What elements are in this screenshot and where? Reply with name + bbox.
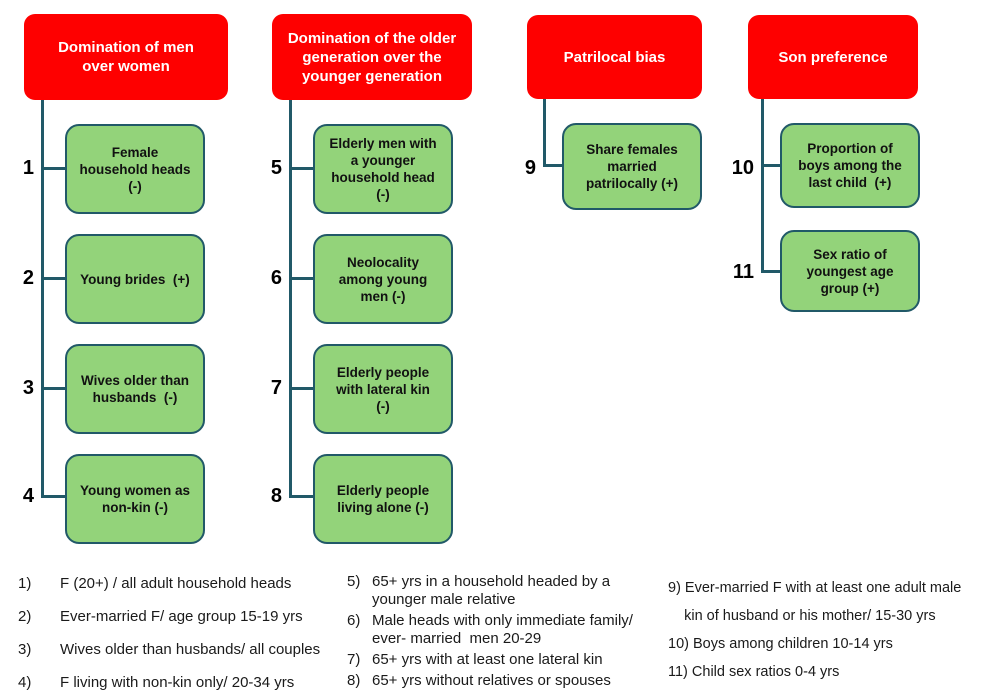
footnote-number: 4) [18, 674, 32, 691]
footnote-item-8: 8) 65+ yrs without relatives or spouses [347, 672, 662, 690]
footnote-number: 1) [18, 575, 32, 592]
header-domination-older-generation: Domination of the older generation over … [272, 14, 472, 100]
connector-stub-8 [289, 495, 313, 498]
footnote-item-10: 10) Boys among children 10-14 yrs [668, 636, 893, 652]
connector-stub-6 [289, 277, 313, 280]
header-label: Son preference [778, 48, 888, 66]
indicator-label: Young brides (+) [80, 271, 190, 287]
header-patrilocal-bias: Patrilocal bias [527, 15, 702, 99]
indicator-box-females-married-patrilocally: Share females married patrilocally (+) [562, 123, 702, 210]
footnote-item-9: 9) Ever-married F with at least one adul… [668, 580, 962, 624]
indicator-label: Young women as non-kin (-) [79, 483, 190, 515]
item-number-4: 4 [22, 485, 34, 507]
footnote-text: F (20+) / all adult household heads [60, 575, 292, 592]
footnote-item-5: 5) 65+ yrs in a household headed by a yo… [347, 573, 662, 609]
item-number-1: 1 [22, 157, 34, 179]
item-number-5: 5 [270, 157, 282, 179]
indicator-box-elderly-lateral-kin: Elderly people with lateral kin (-) [313, 344, 453, 434]
footnote-text: Male heads with only immediate family/ e… [372, 612, 633, 647]
connector-line-col4 [761, 99, 764, 273]
connector-stub-5 [289, 167, 313, 170]
footnote-item-2: 2) Ever-married F/ age group 15-19 yrs [18, 607, 338, 640]
indicator-box-sex-ratio-youngest: Sex ratio of youngest age group (+) [780, 230, 920, 312]
indicator-box-elderly-men-younger-head: Elderly men with a younger household hea… [313, 124, 453, 214]
connector-stub-2 [41, 277, 65, 280]
connector-stub-9 [543, 164, 562, 167]
footnote-number: 3) [18, 641, 32, 658]
indicator-box-young-brides: Young brides (+) [65, 234, 205, 324]
indicator-label: Sex ratio of youngest age group (+) [806, 246, 894, 296]
indicator-label: Neolocality among young men (-) [338, 254, 428, 304]
footnote-item-3: 3) Wives older than husbands/ all couple… [18, 640, 338, 673]
connector-stub-7 [289, 387, 313, 390]
indicator-box-female-household-heads: Female household heads (-) [65, 124, 205, 214]
footnote-text: F living with non-kin only/ 20-34 yrs [60, 674, 295, 691]
footnote-text: Ever-married F/ age group 15-19 yrs [60, 608, 303, 625]
indicator-label: Elderly people with lateral kin (-) [336, 364, 430, 414]
footnote-text: 65+ yrs without relatives or spouses [372, 672, 611, 689]
header-label: Domination of men over women [58, 39, 194, 75]
item-number-8: 8 [270, 485, 282, 507]
connector-stub-4 [41, 495, 65, 498]
item-number-11: 11 [732, 261, 754, 283]
indicator-box-elderly-living-alone: Elderly people living alone (-) [313, 454, 453, 544]
indicator-label: Share females married patrilocally (+) [586, 142, 678, 191]
item-number-7: 7 [270, 377, 282, 399]
header-son-preference: Son preference [748, 15, 918, 99]
footnote-item-7: 7) 65+ yrs with at least one lateral kin [347, 651, 662, 669]
footnote-number: 6) [347, 612, 361, 629]
indicator-label: Wives older than husbands (-) [81, 373, 189, 405]
footnote-number: 2) [18, 608, 32, 625]
connector-stub-11 [761, 270, 780, 273]
indicator-label: Elderly men with a younger household hea… [329, 136, 437, 202]
indicator-box-wives-older: Wives older than husbands (-) [65, 344, 205, 434]
footnote-text: 65+ yrs in a household headed by a young… [372, 573, 611, 608]
indicator-label: Proportion of boys among the last child … [798, 141, 902, 190]
footnote-list-middle: 5) 65+ yrs in a household headed by a yo… [347, 573, 662, 693]
footnote-text: Wives older than husbands/ all couples [60, 641, 321, 658]
connector-line-col1 [41, 100, 44, 498]
connector-stub-10 [761, 164, 780, 167]
footnote-item-11: 11) Child sex ratios 0-4 yrs [668, 664, 840, 680]
header-label: Domination of the older generation over … [287, 29, 457, 85]
indicator-box-neolocality: Neolocality among young men (-) [313, 234, 453, 324]
footnote-number: 5) [347, 573, 361, 590]
indicator-box-boys-last-child: Proportion of boys among the last child … [780, 123, 920, 208]
footnote-list-left: 1) F (20+) / all adult household heads 2… [18, 574, 338, 695]
connector-line-col2 [289, 100, 292, 498]
item-number-10: 10 [731, 157, 754, 179]
indicator-box-young-women-nonkin: Young women as non-kin (-) [65, 454, 205, 544]
header-domination-of-men: Domination of men over women [24, 14, 228, 100]
footnote-item-1: 1) F (20+) / all adult household heads [18, 574, 338, 607]
connector-line-col3 [543, 99, 546, 167]
indicator-label: Female household heads (-) [79, 144, 191, 194]
connector-stub-3 [41, 387, 65, 390]
footnote-text: 65+ yrs with at least one lateral kin [372, 651, 603, 668]
item-number-3: 3 [22, 377, 34, 399]
footnote-number: 7) [347, 651, 361, 668]
indicator-label: Elderly people living alone (-) [336, 483, 430, 515]
item-number-9: 9 [524, 157, 536, 179]
footnote-number: 8) [347, 672, 361, 689]
footnote-list-right: 9) Ever-married F with at least one adul… [668, 574, 990, 686]
connector-stub-1 [41, 167, 65, 170]
item-number-6: 6 [270, 267, 282, 289]
item-number-2: 2 [22, 267, 34, 289]
footnote-item-4: 4) F living with non-kin only/ 20-34 yrs [18, 673, 338, 695]
header-label: Patrilocal bias [563, 48, 666, 66]
footnote-item-6: 6) Male heads with only immediate family… [347, 612, 662, 648]
